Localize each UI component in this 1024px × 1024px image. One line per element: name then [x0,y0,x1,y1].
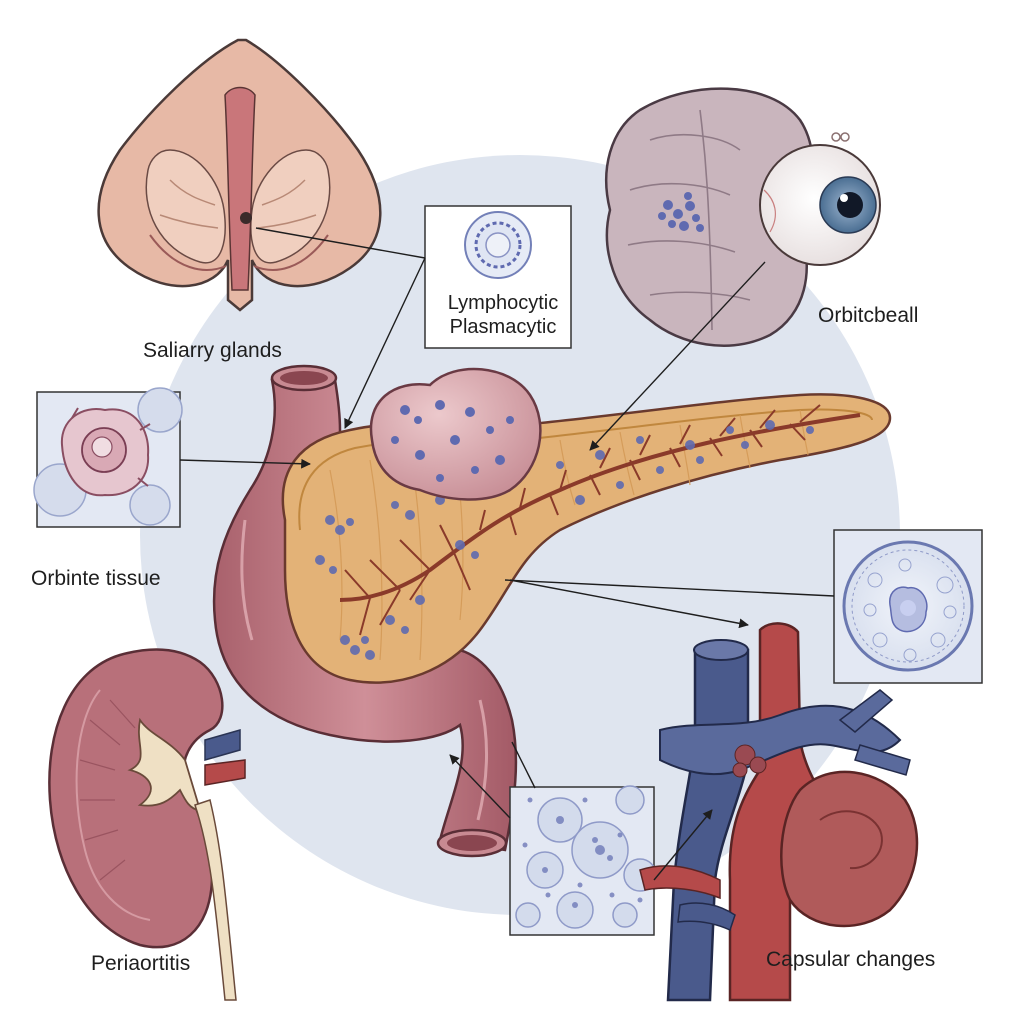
arrow-to-vessels [509,579,749,629]
capsular-changes-label: Capsular changes [766,948,935,971]
arrow-bottom-inset-line [511,741,536,789]
arrow-bottom-inset-to-tube [449,754,511,819]
arrow-left-inset-to-tube [179,458,311,469]
orbital-tissue-illustration [605,87,881,347]
inset-line-1: Lymphocytic [448,292,558,314]
lymphocytic-inset [424,205,572,349]
arrow-orbital-to-pancreas [589,261,766,451]
arrow-pancreas-to-right-inset [504,579,835,597]
inset-line-2: Plasmacytic [450,316,557,338]
salivary-glands-illustration [97,38,382,312]
orbinte-tissue-inset [33,387,183,528]
ureter [194,799,237,1001]
cell-microscopy-inset [833,529,983,684]
pancreatic-duct [339,413,861,602]
leader-lines [179,227,835,881]
pancreas [281,367,892,684]
renal-pelvis [127,717,202,811]
vessels-illustration [639,622,919,1002]
salivary-glands-label: Saliarry glands [143,339,282,362]
orbinte-tissue-label: Orbinte tissue [31,567,161,590]
arrow-bottom-inset-to-vessels [653,809,713,881]
spleen-organ [780,770,919,928]
kidney-illustration [48,648,246,1001]
periaortitis-label: Periaortitis [91,952,190,975]
arrow-inset-to-pancreas-head [344,257,426,429]
arrow-salivary-to-inset [255,227,426,259]
orbital-label: Orbitcbeall [818,304,918,327]
orbital-infiltrate [658,192,704,232]
bottom-microscopy-inset [509,785,657,936]
